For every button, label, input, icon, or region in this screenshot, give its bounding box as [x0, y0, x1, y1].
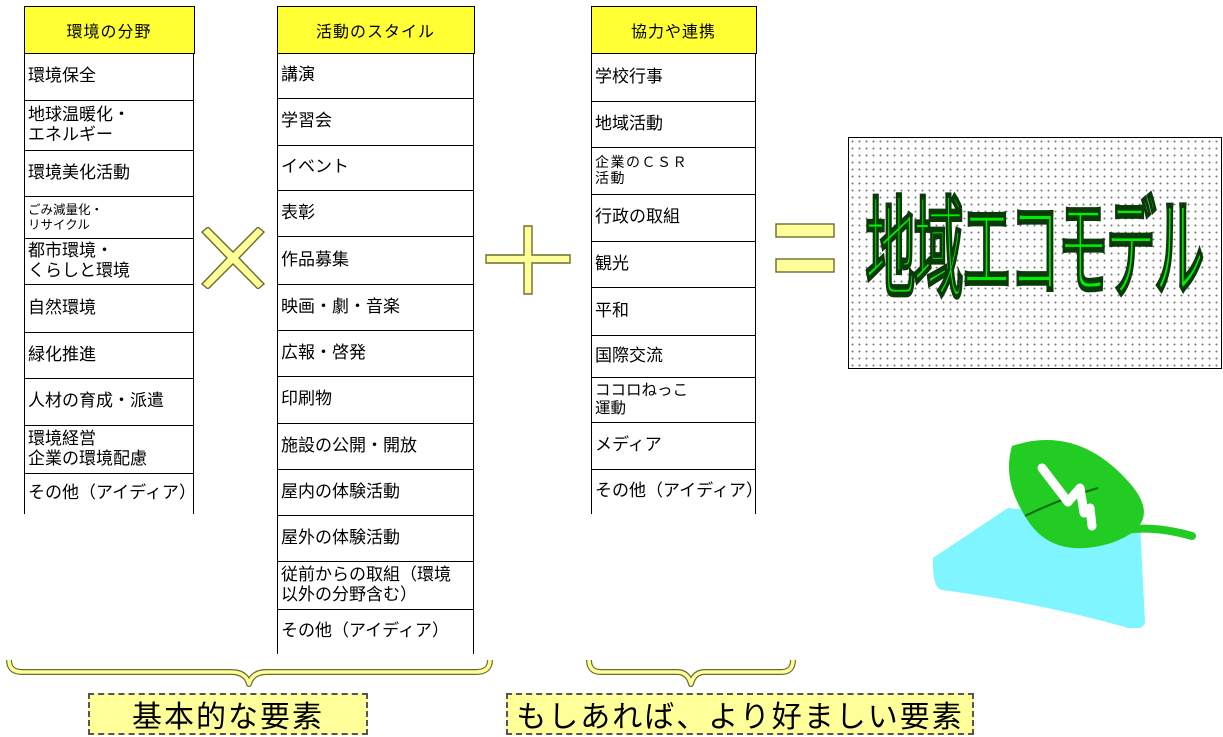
- brace-basic: [6, 659, 493, 687]
- list-item: 観光: [592, 242, 755, 288]
- plus-operator: [485, 225, 571, 295]
- list-item: 企業のＣＳＲ 活動: [592, 148, 755, 195]
- column-header-environment-fields: 環境の分野: [23, 6, 195, 54]
- column-header-activity-styles: 活動のスタイル: [276, 6, 475, 54]
- leaf-icon: [932, 428, 1196, 628]
- list-item: ごみ減量化・ リサイクル: [25, 197, 193, 239]
- list-item: 緑化推進: [25, 333, 193, 379]
- result-box: 地域エコモデル: [848, 137, 1222, 369]
- column-activity-styles: 活動のスタイル 講演 学習会 イベント 表彰 作品募集 映画・劇・音楽 広報・啓…: [276, 6, 475, 654]
- list-item: 環境美化活動: [25, 151, 193, 197]
- label-preferable-elements: もしあれば、より好ましい要素: [506, 693, 974, 735]
- list-item: 学習会: [278, 99, 473, 146]
- times-operator: [200, 227, 266, 289]
- list-item: 地域活動: [592, 102, 755, 148]
- result-title: 地域エコモデル: [865, 187, 1206, 316]
- list-item: 映画・劇・音楽: [278, 285, 473, 331]
- result-title-text: 地域エコモデル: [865, 188, 1203, 316]
- list-item: 屋内の体験活動: [278, 470, 473, 516]
- list-item: ココロねっこ 運動: [592, 378, 755, 423]
- column-header-cooperation: 協力や連携: [590, 6, 757, 54]
- list-item: メディア: [592, 423, 755, 470]
- column-environment-fields: 環境の分野 環境保全 地球温暖化・ エネルギー 環境美化活動 ごみ減量化・ リサ…: [23, 6, 196, 514]
- label-basic-elements: 基本的な要素: [88, 693, 368, 735]
- list-item: 自然環境: [25, 285, 193, 333]
- list-item: その他（アイディア）: [281, 621, 449, 642]
- column-cooperation: 協力や連携 学校行事 地域活動 企業のＣＳＲ 活動 行政の取組 観光 平和 国際…: [590, 6, 763, 514]
- list-item: 国際交流: [592, 336, 755, 378]
- list-item: 行政の取組: [592, 195, 755, 242]
- list-item: 地球温暖化・ エネルギー: [25, 101, 193, 151]
- list-item: 作品募集: [278, 237, 473, 285]
- list-item: その他（アイディア）: [28, 483, 196, 504]
- list-item: 都市環境・ くらしと環境: [25, 239, 193, 285]
- equals-operator: [775, 223, 835, 273]
- list-item: その他（アイディア）: [595, 481, 763, 502]
- list-item: 学校行事: [592, 54, 755, 102]
- list-item: 表彰: [278, 191, 473, 237]
- list-item: 環境保全: [25, 54, 193, 101]
- list-item: 従前からの取組（環境 以外の分野含む）: [278, 562, 473, 610]
- list-item: 人材の育成・派遣: [25, 379, 193, 426]
- list-item: 講演: [278, 54, 473, 99]
- list-item: 屋外の体験活動: [278, 516, 473, 562]
- list-item: 環境経営 企業の環境配慮: [25, 426, 193, 474]
- list-item: 広報・啓発: [278, 331, 473, 377]
- list-item: 施設の公開・開放: [278, 424, 473, 470]
- brace-optional: [586, 659, 796, 687]
- list-item: 印刷物: [278, 377, 473, 424]
- list-item: イベント: [278, 146, 473, 191]
- list-item: 平和: [592, 288, 755, 336]
